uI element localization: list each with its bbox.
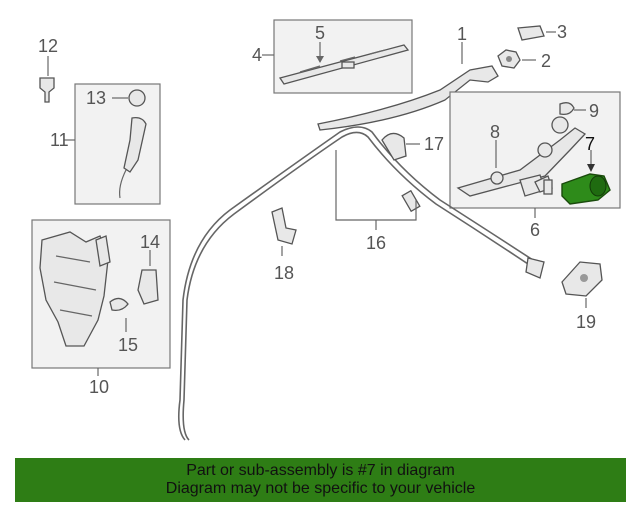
callout-17: 17	[424, 134, 444, 154]
banner-line-1: Part or sub-assembly is #7 in diagram	[186, 462, 455, 479]
pump-grommet[interactable]	[109, 297, 129, 312]
callout-15: 15	[118, 335, 138, 355]
grommet[interactable]	[128, 89, 146, 107]
cap[interactable]	[517, 25, 545, 41]
callout-8: 8	[490, 122, 500, 142]
callout-18: 18	[274, 263, 294, 283]
banner-line-2: Diagram may not be specific to your vehi…	[165, 480, 476, 497]
wiper-arm[interactable]	[317, 65, 499, 131]
callout-13: 13	[86, 88, 106, 108]
washer-reservoir[interactable]	[39, 231, 109, 347]
callout-6: 6	[530, 220, 540, 240]
bracket[interactable]	[271, 207, 297, 245]
parts-diagram: 1 2 3 4 5 6 7 8 9 10 11 12 13 14 15 16 1…	[31, 19, 621, 441]
info-banner: Part or sub-assembly is #7 in diagram Di…	[15, 458, 626, 502]
washer-hose	[178, 126, 537, 441]
callout-14: 14	[140, 232, 160, 252]
callout-1: 1	[457, 24, 467, 44]
callout-11: 11	[50, 130, 69, 150]
callout-12: 12	[38, 36, 58, 56]
bolt-9[interactable]	[559, 102, 575, 116]
callout-2: 2	[541, 51, 551, 71]
wiper-linkage[interactable]	[456, 127, 587, 197]
callout-19: 19	[576, 312, 596, 332]
fastener[interactable]	[39, 77, 55, 103]
clip[interactable]	[381, 132, 407, 161]
washer-pump[interactable]	[137, 269, 159, 305]
wiper-blade-box	[273, 19, 413, 94]
callout-3: 3	[557, 22, 567, 42]
callout-9: 9	[589, 101, 599, 121]
callout-7: 7	[585, 134, 595, 154]
nozzle-box	[74, 83, 161, 205]
callout-16: 16	[366, 233, 386, 253]
callout-5: 5	[315, 23, 325, 43]
callout-10: 10	[89, 377, 109, 397]
washer-nozzle[interactable]	[123, 116, 147, 173]
callout-4: 4	[252, 45, 262, 65]
